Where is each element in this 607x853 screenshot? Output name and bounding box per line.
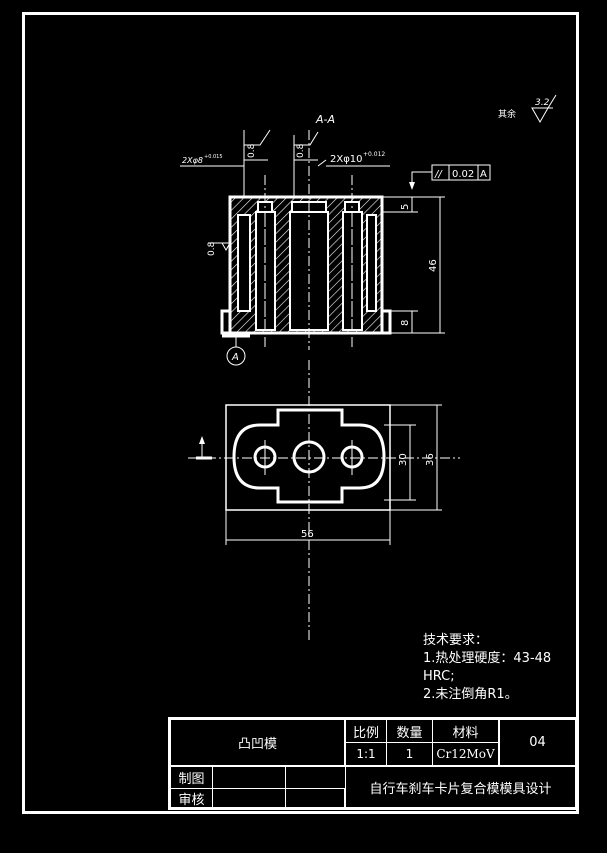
material-label: 材料 — [433, 720, 499, 743]
technical-requirements: 技术要求： 1.热处理硬度：43-48 HRC; 2.未注倒角R1。 — [423, 632, 551, 704]
title-block: 凸凹模 比例 数量 材料 1:1 1 Cr12MoV 04 制图 审核 自行车刹… — [168, 717, 578, 810]
tech-line-1: 1.热处理硬度：43-48 — [423, 651, 552, 666]
svg-text://: // — [434, 169, 443, 180]
svg-text:56: 56 — [301, 529, 314, 540]
datum-label: A — [231, 352, 239, 363]
material-value: Cr12MoV — [433, 743, 499, 767]
part-name: 凸凹模 — [171, 720, 346, 767]
scale-label: 比例 — [346, 720, 387, 743]
svg-text:0.8: 0.8 — [207, 241, 217, 256]
dim-holes-mid: 2Xφ10 — [330, 154, 363, 165]
checked-label: 审核 — [171, 789, 213, 808]
section-dims — [382, 196, 445, 334]
project-name: 自行车刹车卡片复合模模具设计 — [369, 781, 552, 797]
tech-line-2: HRC; — [423, 669, 455, 684]
scale-value: 1:1 — [346, 743, 387, 767]
svg-text:46: 46 — [428, 259, 439, 272]
surface-finish-other-label: 其余 — [498, 108, 516, 120]
svg-text:+0.012: +0.012 — [363, 151, 385, 158]
svg-text:36: 36 — [425, 453, 436, 466]
svg-text:0.8: 0.8 — [247, 143, 257, 158]
view-label: A-A — [315, 113, 335, 126]
svg-text:5: 5 — [400, 204, 411, 210]
checked-value — [213, 789, 286, 807]
tech-line-3: 2.未注倒角R1。 — [423, 687, 518, 702]
svg-text:8: 8 — [400, 320, 411, 326]
drawn-label: 制图 — [171, 767, 213, 789]
svg-text:0.8: 0.8 — [296, 143, 306, 158]
surface-finish-left: 0.8 — [207, 241, 231, 256]
drawn-value — [213, 767, 286, 789]
drawing-number: 04 — [499, 720, 575, 767]
drawn-date — [286, 767, 346, 789]
svg-text:0.02: 0.02 — [452, 169, 474, 180]
tech-title: 技术要求： — [423, 633, 489, 648]
plan-dims — [225, 404, 442, 545]
surface-finish-other-value: 3.2 — [535, 98, 550, 108]
dim-holes-small: 2Xφ8 — [182, 156, 203, 165]
qty-label: 数量 — [387, 720, 433, 743]
surface-finish-top — [243, 129, 319, 197]
tolerance-frame: // 0.02 A — [409, 164, 491, 190]
qty-value: 1 — [387, 743, 433, 767]
svg-text:30: 30 — [398, 453, 409, 466]
svg-text:+0.015: +0.015 — [204, 154, 223, 160]
svg-text:A: A — [480, 169, 487, 180]
drawing-frame — [22, 12, 579, 814]
checked-date — [286, 789, 346, 807]
